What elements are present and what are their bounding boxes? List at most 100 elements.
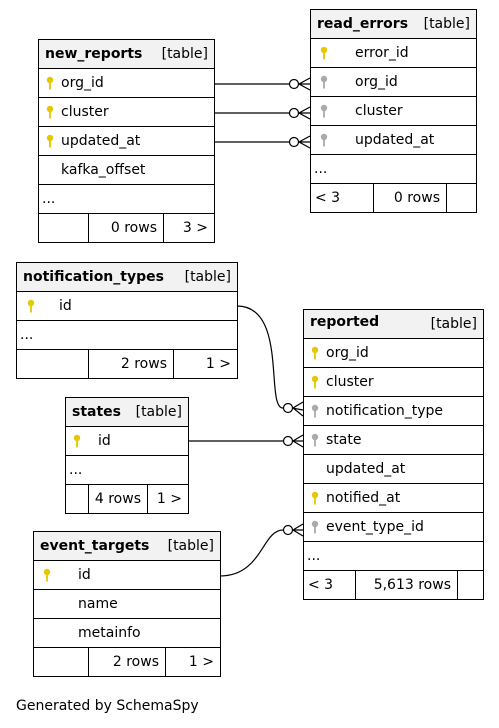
table-name: reported (310, 314, 380, 330)
column-row: org_id (311, 68, 476, 97)
column-row: id (17, 292, 237, 321)
column-row: updated_at (304, 455, 483, 484)
column-row: notification_type (304, 397, 483, 426)
column-name: updated_at (355, 132, 435, 148)
row-count: 0 rows (374, 184, 447, 212)
primary-key-icon (17, 299, 45, 313)
column-name: cluster (355, 103, 403, 119)
children-count[interactable]: 1 > (156, 491, 182, 507)
crowfoot-marker (297, 135, 311, 149)
row-count: 5,613 rows (356, 571, 458, 599)
column-name: metainfo (78, 625, 141, 641)
table-header: read_errors [table] (311, 10, 476, 39)
primary-key-icon (39, 76, 61, 90)
table-read-errors[interactable]: read_errors [table] error_id org_id clus… (310, 9, 477, 213)
table-new-reports[interactable]: new_reports [table] org_id cluster updat… (38, 39, 215, 243)
parents-count[interactable]: < 3 (304, 571, 356, 599)
ellipsis: ... (69, 462, 83, 478)
column-row: org_id (304, 339, 483, 368)
ellipsis-row: ... (17, 321, 237, 350)
optional-marker (282, 435, 294, 447)
column-row: state (304, 426, 483, 455)
parents-count[interactable]: < 3 (311, 184, 374, 212)
row-count: 0 rows (89, 214, 164, 242)
table-event-targets[interactable]: event_targets [table] id name metainfo 2… (33, 531, 221, 677)
table-footer: 2 rows 1 > (34, 648, 220, 676)
relation-line-notification-type (236, 305, 284, 409)
foreign-key-icon (311, 75, 337, 89)
table-type-label: [table] (184, 269, 231, 285)
column-row: id (34, 561, 220, 590)
primary-key-icon (39, 134, 61, 148)
foreign-key-icon (311, 104, 337, 118)
column-row: name (34, 590, 220, 619)
primary-key-icon (34, 568, 60, 582)
optional-marker (282, 524, 294, 536)
children-count[interactable]: 3 > (182, 220, 208, 236)
table-notification-types[interactable]: notification_types [table] id ... 2 rows… (16, 262, 238, 379)
foreign-key-icon (311, 133, 337, 147)
column-name: org_id (355, 74, 398, 90)
column-name: cluster (326, 374, 374, 390)
children-count[interactable]: 1 > (188, 654, 214, 670)
column-name: name (78, 596, 118, 612)
column-name: updated_at (61, 133, 141, 149)
optional-marker (282, 402, 294, 414)
primary-key-icon (311, 46, 337, 60)
column-row: updated_at (39, 127, 214, 156)
column-row: kafka_offset (39, 156, 214, 185)
table-header: reported [table] (304, 310, 483, 339)
column-row: cluster (304, 368, 483, 397)
crowfoot-marker (297, 106, 311, 120)
optional-marker (288, 107, 300, 119)
table-reported[interactable]: reported [table] org_id cluster notifica… (303, 309, 484, 600)
ellipsis: ... (314, 161, 328, 177)
table-header: event_targets [table] (34, 532, 220, 561)
primary-key-icon (304, 491, 326, 505)
column-name: error_id (355, 45, 409, 61)
table-footer: 4 rows 1 > (66, 485, 188, 513)
primary-key-icon (66, 434, 88, 448)
table-header: notification_types [table] (17, 263, 237, 292)
row-count: 2 rows (89, 648, 166, 676)
foreign-key-icon (304, 404, 326, 418)
relation-line-event-type (219, 529, 284, 577)
table-header: states [table] (66, 398, 188, 427)
column-name: org_id (326, 345, 369, 361)
column-row: metainfo (34, 619, 220, 648)
table-footer: 2 rows 1 > (17, 350, 237, 378)
column-name: id (59, 298, 72, 314)
foreign-key-icon (304, 520, 326, 534)
table-states[interactable]: states [table] id ... 4 rows 1 > (65, 397, 189, 514)
crowfoot-marker (291, 434, 304, 448)
row-count: 4 rows (89, 485, 148, 513)
generated-by-footer: Generated by SchemaSpy (16, 698, 199, 714)
column-name: id (78, 567, 91, 583)
table-name: states (72, 404, 121, 420)
table-type-label: [table] (167, 538, 214, 554)
table-name: new_reports (45, 46, 143, 62)
column-row: cluster (311, 97, 476, 126)
foreign-key-icon (304, 433, 326, 447)
column-name: id (98, 433, 111, 449)
table-type-label: [table] (135, 404, 182, 420)
crowfoot-marker (291, 523, 304, 537)
crowfoot-marker (291, 401, 304, 417)
table-type-label: [table] (161, 46, 208, 62)
ellipsis: ... (20, 327, 34, 343)
primary-key-icon (304, 375, 326, 389)
ellipsis: ... (307, 548, 321, 564)
column-name: event_type_id (326, 519, 424, 535)
crowfoot-marker (297, 77, 311, 91)
column-row: id (66, 427, 188, 456)
column-name: notification_type (326, 403, 444, 419)
column-row: cluster (39, 98, 214, 127)
table-name: read_errors (317, 16, 409, 32)
table-type-label: [table] (430, 316, 477, 332)
table-footer: 0 rows 3 > (39, 214, 214, 242)
column-name: org_id (61, 75, 104, 91)
primary-key-icon (304, 346, 326, 360)
ellipsis-row: ... (66, 456, 188, 485)
ellipsis-row: ... (39, 185, 214, 214)
children-count[interactable]: 1 > (205, 356, 231, 372)
